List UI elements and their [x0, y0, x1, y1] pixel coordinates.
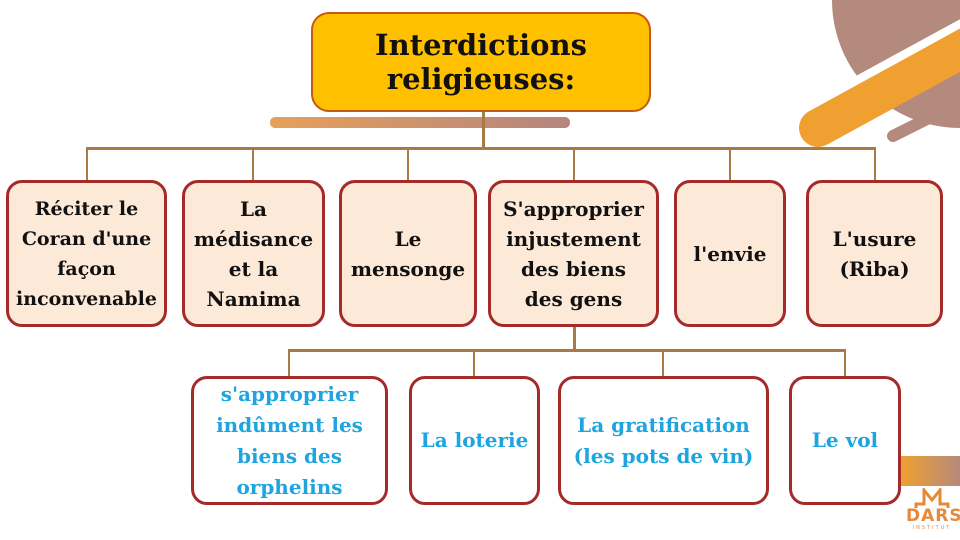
node-vol: Le vol	[789, 376, 901, 505]
node-label: Le vol	[811, 428, 879, 452]
node-label: S'approprier injustement des biens des g…	[503, 196, 644, 311]
node-usure: L'usure (Riba)	[806, 180, 943, 327]
connector-drop-4	[573, 147, 575, 181]
node-label: Le mensonge	[350, 226, 466, 281]
node-loterie: La loterie	[409, 376, 540, 505]
connector-sub-drop-1	[288, 349, 290, 377]
root-node-title: Interdictions religieuses:	[311, 12, 651, 112]
node-label: s'approprier indûment les biens des orph…	[216, 381, 363, 499]
node-label: Réciter le Coran d'une façon inconvenabl…	[16, 197, 157, 310]
node-gratification: La gratification (les pots de vin)	[558, 376, 769, 505]
logo-text: DARS	[906, 506, 960, 526]
node-label: La loterie	[420, 428, 529, 452]
connector-sub-drop-4	[844, 349, 846, 377]
connector-trunk-root	[482, 112, 485, 149]
connector-drop-2	[252, 147, 254, 181]
node-label: La médisance et la Namima	[193, 196, 314, 311]
node-reciter-coran: Réciter le Coran d'une façon inconvenabl…	[6, 180, 167, 327]
connector-bar-bottom	[288, 349, 846, 352]
node-envie: l'envie	[674, 180, 786, 327]
node-label: l'envie	[693, 241, 767, 266]
connector-drop-6	[874, 147, 876, 181]
logo-subtitle: INSTITUT	[912, 525, 952, 531]
node-medisance: La médisance et la Namima	[182, 180, 325, 327]
node-orphelins: s'approprier indûment les biens des orph…	[191, 376, 388, 505]
node-s-approprier: S'approprier injustement des biens des g…	[488, 180, 659, 327]
node-label: La gratification (les pots de vin)	[573, 412, 754, 468]
node-label: L'usure (Riba)	[832, 226, 917, 281]
connector-trunk-sub	[573, 327, 576, 351]
connector-sub-drop-3	[662, 349, 664, 377]
dars-logo: DARS INSTITUT	[906, 488, 960, 540]
connector-bar-top	[86, 147, 876, 150]
connector-drop-5	[729, 147, 731, 181]
root-node-label: Interdictions religieuses:	[375, 28, 587, 96]
connector-drop-1	[86, 147, 88, 181]
node-mensonge: Le mensonge	[339, 180, 477, 327]
logo-mark-icon	[914, 488, 950, 508]
connector-drop-3	[407, 147, 409, 181]
connector-sub-drop-2	[473, 349, 475, 377]
